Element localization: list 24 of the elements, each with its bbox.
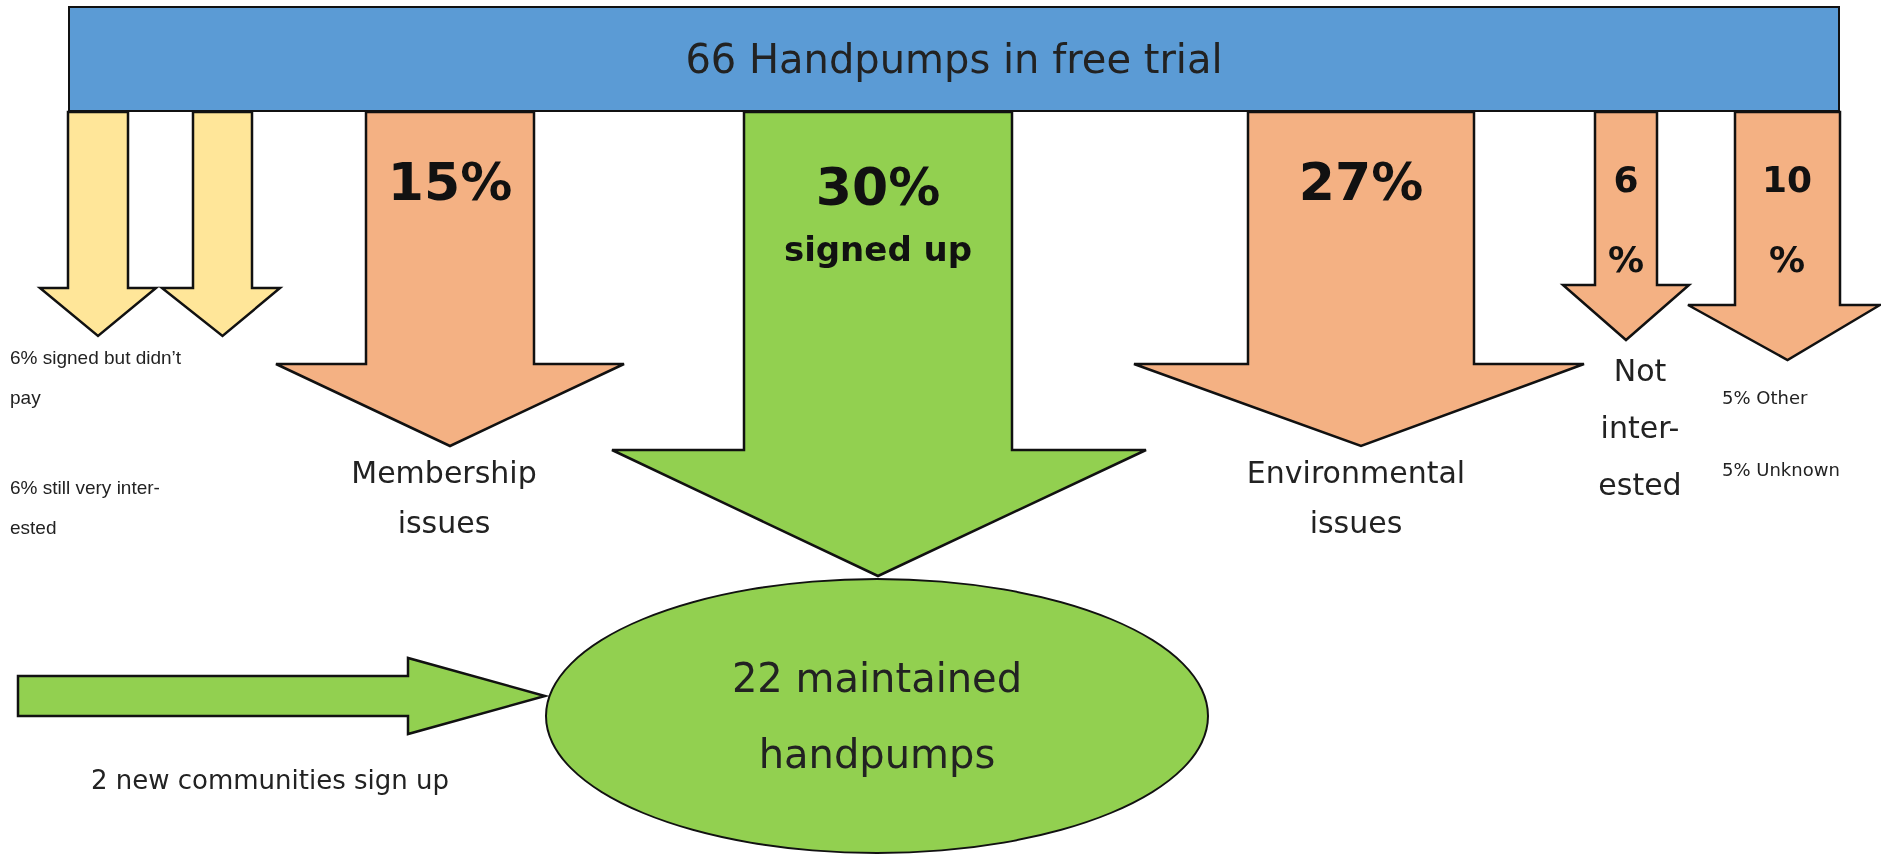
edge-label: 30% signed up (782, 156, 974, 272)
block-arrow (274, 110, 626, 448)
node-label: Environmental issues (1245, 454, 1467, 542)
node-label: 6% still very inter- ested (10, 476, 161, 540)
node-label: 66 Handpumps in free trial (685, 35, 1223, 83)
block-arrow (1559, 110, 1693, 342)
banner-box (68, 6, 1840, 112)
node-label: 5% Other (1722, 386, 1809, 410)
block-arrow (36, 110, 160, 338)
block-arrow (158, 110, 284, 338)
edge-label: 15% (386, 151, 514, 214)
block-arrow (1132, 110, 1586, 448)
node-label: 5% Unknown (1722, 458, 1841, 482)
block-arrow (16, 656, 550, 736)
block-arrow (1686, 110, 1881, 362)
edge-label: 6 % (1606, 158, 1646, 282)
block-arrow (610, 110, 1148, 578)
node-label: Not inter- ested (1597, 352, 1683, 504)
edge-label: 27% (1297, 151, 1425, 214)
node-label: 22 maintained handpumps (730, 654, 1024, 779)
edge-label: 2 new communities sign up (89, 764, 451, 797)
edge-label: 10 % (1760, 158, 1814, 282)
node-label: Membership issues (350, 454, 538, 542)
node-label: 6% signed but didn’t pay (10, 346, 183, 410)
